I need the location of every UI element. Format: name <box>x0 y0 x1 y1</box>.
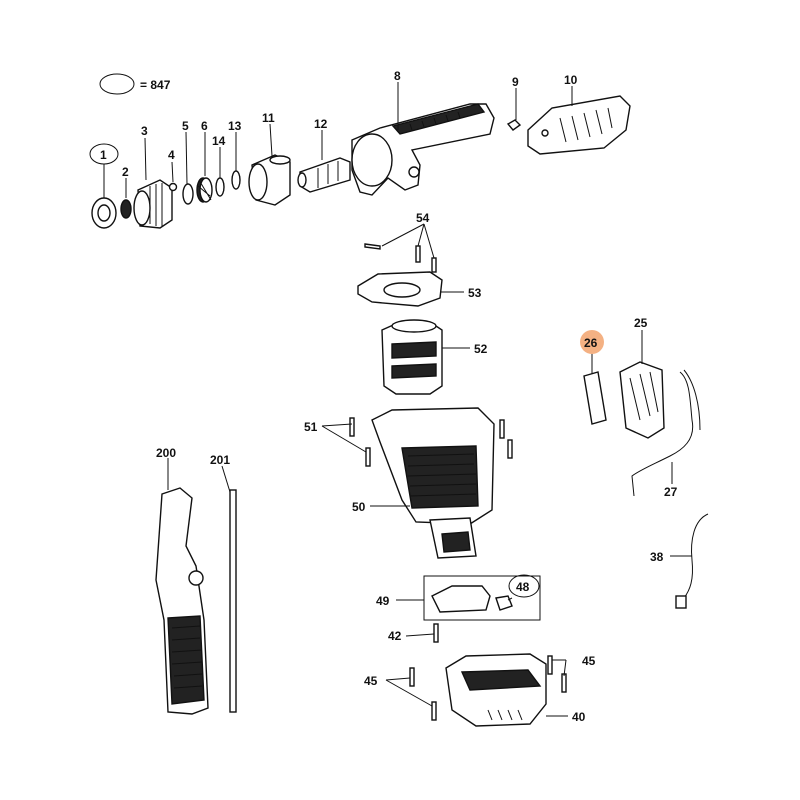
callout-12[interactable]: 12 <box>314 117 328 131</box>
leader-lines <box>103 82 692 717</box>
callout-11[interactable]: 11 <box>262 111 275 125</box>
callout-2[interactable]: 2 <box>122 165 129 179</box>
part-49-brush-carrier[interactable] <box>423 575 541 621</box>
part-50-motor-housing[interactable] <box>371 407 495 559</box>
part-25-switch[interactable] <box>619 361 665 439</box>
callout-3[interactable]: 3 <box>141 124 148 138</box>
callout-9[interactable]: 9 <box>512 75 519 89</box>
part-48-carbon-brush[interactable] <box>495 595 513 611</box>
callout-1-oval <box>89 143 119 165</box>
callout-48-oval <box>508 574 540 598</box>
callout-50[interactable]: 50 <box>352 500 366 514</box>
callout-labels: 1 2 3 4 5 6 14 13 11 12 8 9 10 54 53 52 … <box>100 69 678 724</box>
part-54-screws[interactable] <box>364 243 437 273</box>
legend: = 847 <box>99 73 171 95</box>
part-51-screws[interactable] <box>349 417 513 467</box>
callout-45-left[interactable]: 45 <box>364 674 378 688</box>
callout-42[interactable]: 42 <box>388 629 402 643</box>
callout-54[interactable]: 54 <box>416 211 430 225</box>
callout-201[interactable]: 201 <box>210 453 230 467</box>
part-5-washer[interactable] <box>182 183 194 205</box>
part-8-gear-housing[interactable] <box>351 103 495 196</box>
part-200-side-handle[interactable] <box>155 487 209 715</box>
part-45-screws[interactable] <box>409 655 567 721</box>
part-52-armature[interactable] <box>381 319 443 395</box>
part-26-component[interactable] <box>583 371 607 425</box>
part-2-ring[interactable] <box>120 199 132 219</box>
callout-51[interactable]: 51 <box>304 420 318 434</box>
part-53-brush-plate[interactable] <box>357 271 443 307</box>
callout-8[interactable]: 8 <box>394 69 401 83</box>
part-42-screw[interactable] <box>433 623 439 643</box>
callout-45-right[interactable]: 45 <box>582 654 596 668</box>
part-10-side-cover[interactable] <box>527 95 631 155</box>
callout-49[interactable]: 49 <box>376 594 390 608</box>
part-12-spindle[interactable] <box>297 157 351 193</box>
callout-14[interactable]: 14 <box>212 134 226 148</box>
callout-4[interactable]: 4 <box>168 148 175 162</box>
callout-26[interactable]: 26 <box>584 336 598 350</box>
callout-200[interactable]: 200 <box>156 446 176 460</box>
legend-text: = 847 <box>140 78 171 92</box>
callout-10[interactable]: 10 <box>564 73 578 87</box>
callout-52[interactable]: 52 <box>474 342 488 356</box>
callout-38[interactable]: 38 <box>650 550 664 564</box>
callout-40[interactable]: 40 <box>572 710 586 724</box>
callout-1[interactable]: 1 <box>100 148 107 162</box>
callout-53[interactable]: 53 <box>468 286 482 300</box>
part-11-collar[interactable] <box>248 154 291 206</box>
part-9-screw[interactable] <box>506 119 522 131</box>
part-6-spring[interactable] <box>196 177 213 203</box>
callout-6[interactable]: 6 <box>201 119 208 133</box>
part-4-ball[interactable] <box>168 182 178 192</box>
callout-27[interactable]: 27 <box>664 485 678 499</box>
callout-5[interactable]: 5 <box>182 119 189 133</box>
chuck-assembly <box>91 154 351 229</box>
part-14-ring[interactable] <box>215 177 225 197</box>
part-3-chuck-sleeve[interactable] <box>133 179 173 229</box>
callout-48[interactable]: 48 <box>516 580 530 594</box>
part-13-clip[interactable] <box>231 170 241 190</box>
legend-oval-icon <box>99 73 135 95</box>
part-38-cable[interactable] <box>675 513 709 609</box>
callout-26-highlight <box>580 330 604 354</box>
part-27-wiring[interactable] <box>631 369 701 497</box>
part-201-depth-rod[interactable] <box>229 489 237 713</box>
callout-25[interactable]: 25 <box>634 316 648 330</box>
part-40-rear-cover[interactable] <box>445 653 547 727</box>
callout-13[interactable]: 13 <box>228 119 242 133</box>
